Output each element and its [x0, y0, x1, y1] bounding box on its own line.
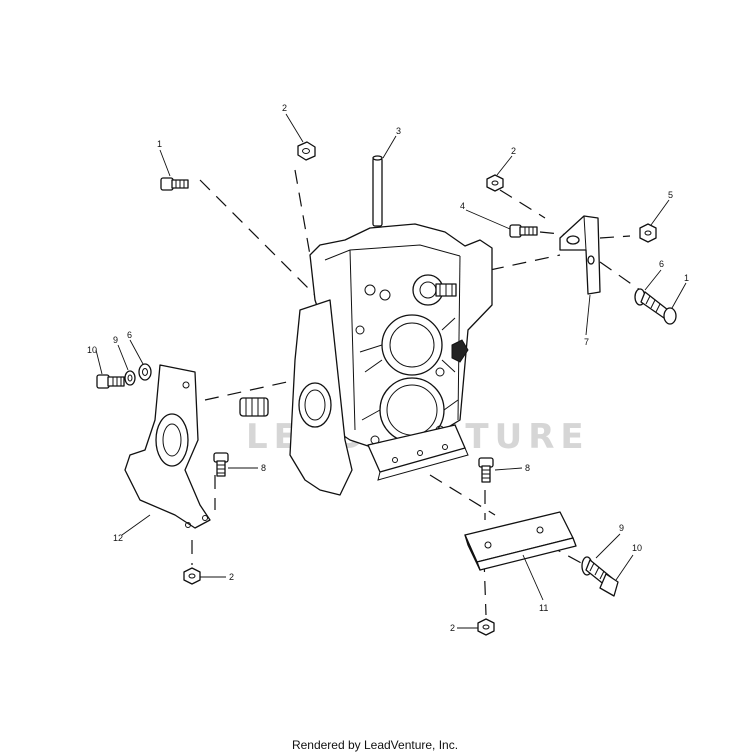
callout-10-right: 10 — [632, 543, 642, 553]
callout-6-left: 6 — [127, 330, 132, 340]
gearbox-housing — [239, 223, 493, 496]
callout-7: 7 — [584, 337, 589, 347]
washer-part-9-left — [124, 370, 136, 386]
callout-6-right: 6 — [659, 259, 664, 269]
callout-2-bottom: 2 — [450, 623, 455, 633]
bolt-part-10-right — [585, 559, 619, 597]
bolt-part-1-top-left — [160, 177, 189, 191]
bolt-part-8-left — [213, 452, 229, 477]
callout-5: 5 — [668, 190, 673, 200]
callout-8-left: 8 — [261, 463, 266, 473]
callout-8-right: 8 — [525, 463, 530, 473]
washer-part-6-left — [138, 363, 152, 381]
callout-12: 12 — [113, 533, 123, 543]
callout-2-bottom-left: 2 — [229, 572, 234, 582]
bolt-part-10-left — [96, 374, 125, 389]
callout-9-right: 9 — [619, 523, 624, 533]
callout-3: 3 — [396, 126, 401, 136]
callout-2-top: 2 — [282, 103, 287, 113]
nut-part-2-bottom — [477, 618, 495, 636]
bracket-part-12 — [124, 364, 211, 529]
nut-part-2-top — [297, 141, 316, 161]
rod-part-3 — [372, 155, 383, 227]
callout-4: 4 — [460, 201, 465, 211]
callout-1-right: 1 — [684, 273, 689, 283]
leader-lines — [95, 113, 687, 629]
bracket-part-11 — [464, 511, 577, 571]
callout-10-left: 10 — [87, 345, 97, 355]
footer-credit: Rendered by LeadVenture, Inc. — [291, 738, 459, 752]
callout-1-top-left: 1 — [157, 139, 162, 149]
nut-part-2-right — [486, 174, 504, 192]
callout-2-right: 2 — [511, 146, 516, 156]
bolt-part-1-right — [640, 291, 677, 325]
callout-11: 11 — [539, 603, 548, 613]
bolt-part-8-right — [478, 457, 494, 483]
bracket-part-7 — [559, 215, 601, 295]
callout-labels: 1 1 2 2 2 2 3 4 5 6 6 7 8 8 9 9 10 10 11… — [87, 103, 689, 633]
nut-part-5 — [639, 223, 657, 243]
callout-9-left: 9 — [113, 335, 118, 345]
bolt-part-4 — [509, 224, 538, 238]
nut-part-2-bottom-left — [183, 567, 201, 585]
